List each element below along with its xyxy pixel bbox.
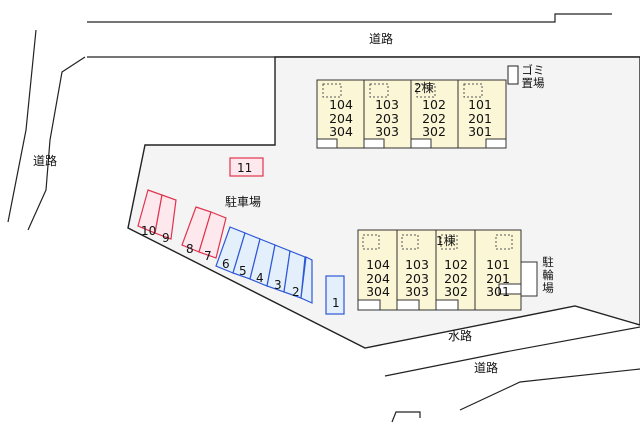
building-1-unit-col: 104 204 304 [366,257,390,299]
building-1-unit-col: 101 201 301 [486,257,510,299]
bike-parking-label: 駐輪場 [542,255,554,296]
parking-space-number: 5 [239,264,247,278]
building-2-unit-col: 104 204 304 [329,97,353,139]
parking-space-number: 8 [186,242,194,256]
building-2-unit-col: 102 202 302 [422,97,446,139]
building-2-unit-col: 103 203 303 [375,97,399,139]
building-1 [357,229,538,311]
building-1-unit-col: 102 202 302 [444,257,468,299]
building-2-unit-col: 101 201 301 [468,97,492,139]
parking-spaces [137,157,345,315]
waterway-label: 水路 [448,329,473,343]
parking-space-number: 10 [141,224,157,238]
parking-space-number: 2 [292,285,300,299]
road-label-left: 道路 [32,154,57,168]
trash-area-box [507,65,519,85]
building-1-unit-col: 103 203 303 [405,257,429,299]
building-1-name: 1棟 [436,234,456,248]
road-label-top: 道路 [369,32,394,46]
parking-space-number: 9 [162,231,170,245]
parking-lot-label: 駐車場 [225,195,262,209]
trash-area-label: ゴミ置場 [521,63,545,91]
parking-space-number: 1 [332,296,340,310]
parking-space-number: 7 [204,249,212,263]
parking-space-number: 6 [222,257,230,271]
road-label-bottom: 道路 [474,361,499,375]
building-2-name: 2棟 [414,81,434,95]
parking-space-number: 3 [274,278,282,292]
parking-space-number: 11 [237,161,253,175]
building-2 [316,79,507,149]
parking-space-number: 4 [256,271,264,285]
